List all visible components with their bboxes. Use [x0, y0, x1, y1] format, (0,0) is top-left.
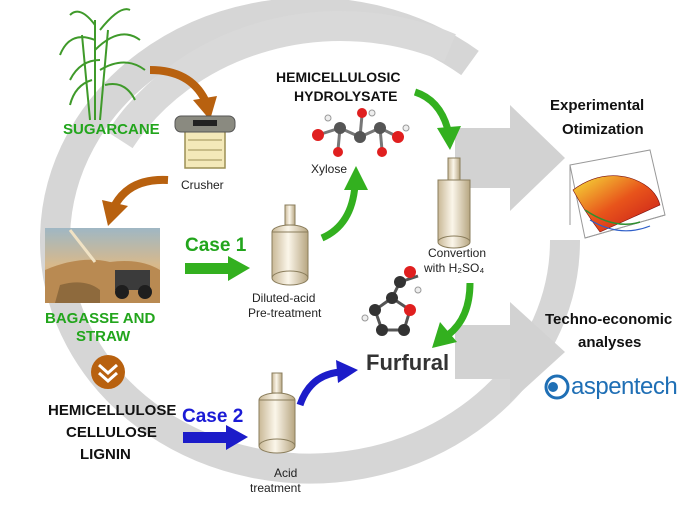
surface-plot-icon — [569, 149, 666, 239]
pretreatment-label: Pre-treatment — [248, 306, 322, 320]
treatment-label: treatment — [250, 481, 301, 495]
convertion-acid-label: with H₂SO₄ — [424, 261, 485, 275]
reactor-vessel-icon — [258, 372, 296, 454]
case1-arrow — [185, 256, 250, 281]
green-arrow-to-furfural — [432, 282, 474, 348]
hydrolysate-label-line2: HYDROLYSATE — [294, 88, 398, 104]
case2-label: Case 2 — [182, 406, 244, 427]
sugarcane-plant-icon — [59, 8, 146, 121]
components-lignin: LIGNIN — [80, 446, 131, 463]
convertion-label: Convertion — [428, 246, 487, 260]
case1-label: Case 1 — [185, 235, 247, 256]
components-hemicellulose: HEMICELLULOSE — [48, 402, 177, 419]
gray-output-arrow-bottom — [455, 302, 565, 402]
bagasse-label-line2: STRAW — [76, 328, 131, 345]
bagasse-photo — [45, 228, 160, 303]
brown-arrow-to-bagasse — [102, 175, 169, 226]
case2-arrow — [183, 425, 248, 450]
hydrolysate-label-line1: HEMICELLULOSIC — [276, 69, 401, 85]
bagasse-label-line1: BAGASSE AND — [45, 310, 156, 327]
analyses-label: analyses — [578, 334, 642, 351]
crusher-label: Crusher — [181, 178, 224, 192]
furfural-label: Furfural — [366, 350, 450, 375]
reactor-vessel-icon — [437, 157, 471, 249]
aspentech-wordmark: aspentech — [571, 373, 678, 400]
gray-output-arrow-top — [455, 105, 565, 211]
xylose-molecule-icon — [312, 108, 410, 157]
diluted-acid-label: Diluted-acid — [252, 291, 316, 305]
aspentech-logo — [544, 374, 570, 400]
sugarcane-label: SUGARCANE — [63, 121, 160, 138]
otimization-label: Otimization — [562, 121, 644, 138]
process-cycle-ring — [40, 0, 580, 484]
experimental-label: Experimental — [550, 97, 645, 114]
blue-arrow-to-furfural — [296, 360, 358, 407]
furfural-molecule-icon — [361, 266, 422, 336]
xylose-label: Xylose — [311, 162, 348, 176]
acid-label: Acid — [274, 466, 298, 480]
techno-economic-label: Techno-economic — [545, 311, 673, 328]
components-cellulose: CELLULOSE — [66, 424, 157, 441]
green-arrow-to-hydrolysate — [320, 166, 368, 242]
brown-arrow-to-crusher — [149, 66, 217, 120]
crusher-machine-icon — [174, 115, 236, 169]
chevron-down-circle-icon — [91, 355, 125, 389]
reactor-vessel-icon — [271, 204, 309, 286]
green-arrow-to-convertion — [413, 88, 461, 150]
